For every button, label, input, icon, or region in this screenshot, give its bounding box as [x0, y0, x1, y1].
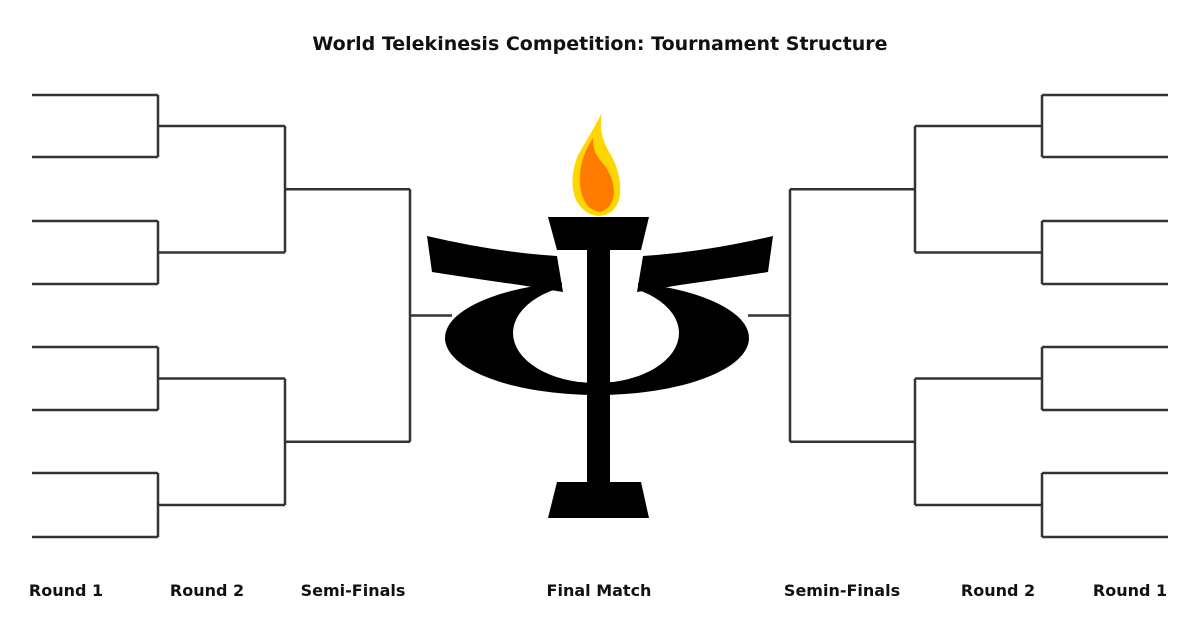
diagram-title: World Telekinesis Competition: Tournamen…	[312, 33, 888, 55]
label-right-round1: Round 1	[1092, 581, 1168, 600]
label-left-round2: Round 2	[169, 581, 245, 600]
label-final-match: Final Match	[546, 581, 652, 600]
label-right-semi-finals: Semin-Finals	[783, 581, 901, 600]
label-right-round2: Round 2	[960, 581, 1036, 600]
label-left-round1: Round 1	[28, 581, 104, 600]
flame-inner	[579, 138, 614, 212]
label-left-semi-finals: Semi-Finals	[300, 581, 406, 600]
bracket-lines	[32, 93, 1168, 539]
psi-torch-icon	[427, 113, 773, 518]
